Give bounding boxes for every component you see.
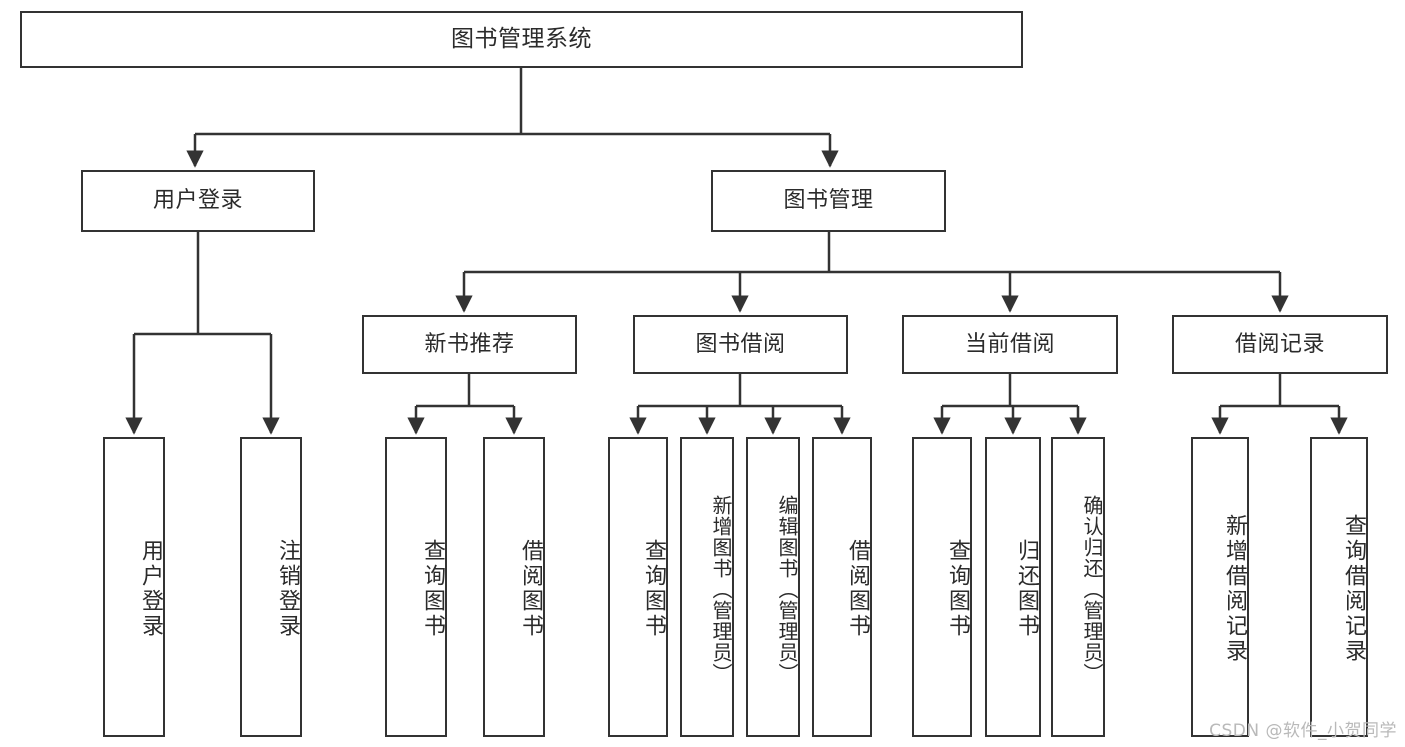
leaf-node-borrow-book-recommend[interactable]: 借阅图书 — [483, 437, 545, 737]
node-book-borrow[interactable]: 图书借阅 — [633, 315, 848, 374]
leaf-node-confirm-return-admin[interactable]: 确认归还（管理员） — [1051, 437, 1105, 737]
leaf-node-edit-book-admin[interactable]: 编辑图书（管理员） — [746, 437, 800, 737]
leaf-node-borrow-book[interactable]: 借阅图书 — [812, 437, 872, 737]
leaf-node-query-book-borrow[interactable]: 查询图书 — [608, 437, 668, 737]
node-book-manage[interactable]: 图书管理 — [711, 170, 946, 232]
node-root-system[interactable]: 图书管理系统 — [20, 11, 1023, 68]
leaf-node-add-book-admin[interactable]: 新增图书（管理员） — [680, 437, 734, 737]
csdn-watermark: CSDN @软件_小贺同学 — [1209, 721, 1397, 741]
leaf-node-query-book-current[interactable]: 查询图书 — [912, 437, 972, 737]
node-new-book-recommend[interactable]: 新书推荐 — [362, 315, 577, 374]
leaf-node-user-login[interactable]: 用户登录 — [103, 437, 165, 737]
leaf-node-query-book-recommend[interactable]: 查询图书 — [385, 437, 447, 737]
leaf-node-return-book[interactable]: 归还图书 — [985, 437, 1041, 737]
leaf-node-logout[interactable]: 注销登录 — [240, 437, 302, 737]
leaf-node-add-borrow-record[interactable]: 新增借阅记录 — [1191, 437, 1249, 737]
node-borrow-record[interactable]: 借阅记录 — [1172, 315, 1388, 374]
node-user-login[interactable]: 用户登录 — [81, 170, 315, 232]
node-current-borrow[interactable]: 当前借阅 — [902, 315, 1118, 374]
leaf-node-query-borrow-record[interactable]: 查询借阅记录 — [1310, 437, 1368, 737]
